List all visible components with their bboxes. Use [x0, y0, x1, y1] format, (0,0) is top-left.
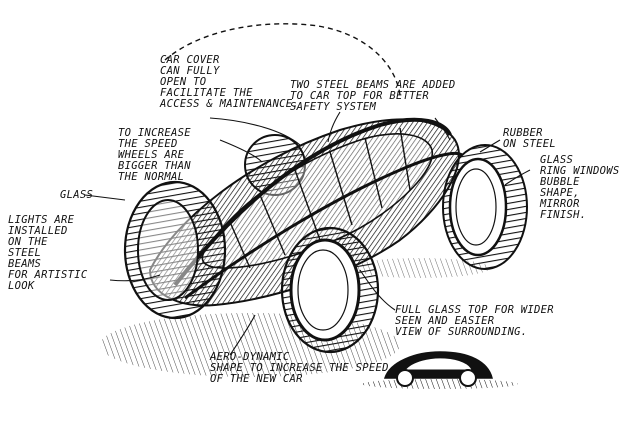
note-aerodynamic: AERO-DYNAMIC SHAPE TO INCREASE THE SPEED… — [210, 351, 389, 385]
note-rubber: RUBBER ON STEEL — [503, 127, 556, 150]
note-lights: LIGHTS ARE INSTALLED ON THE STEEL BEAMS … — [8, 214, 88, 292]
front-right-wheel — [280, 226, 380, 354]
note-car-cover: CAR COVER CAN FULLY OPEN TO FACILITATE T… — [160, 54, 300, 110]
note-glass-windows: GLASS RING WINDOWS BUBBLE SHAPE, MIRROR … — [540, 154, 620, 221]
note-glass-top: FULL GLASS TOP FOR WIDER SEEN AND EASIER… — [395, 304, 554, 338]
note-steel-beams: TWO STEEL BEAMS ARE ADDED TO CAR TOP FOR… — [290, 79, 456, 113]
leader-lines — [84, 111, 531, 356]
note-speed-wheels: TO INCREASE THE SPEED WHEELS ARE BIGGER … — [118, 127, 191, 183]
small-car-thumbnail — [362, 351, 518, 389]
note-glass: GLASS — [60, 189, 94, 201]
front-left-wheel — [123, 180, 227, 320]
rear-right-wheel — [442, 144, 528, 270]
car-body — [148, 117, 463, 307]
